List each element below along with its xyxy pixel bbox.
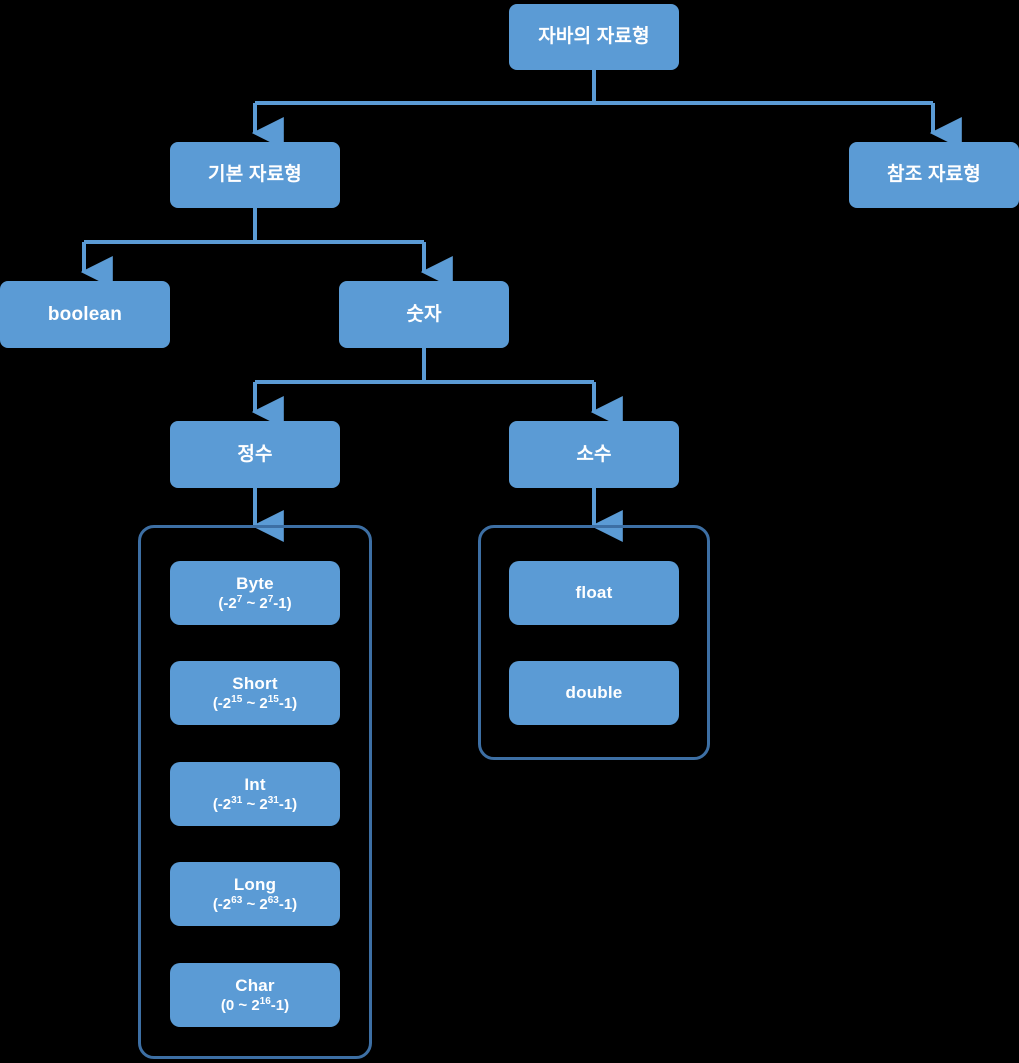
decimal-types-group <box>478 525 710 760</box>
node-primitive-type[interactable]: 기본 자료형 <box>170 142 340 208</box>
node-number-label: 숫자 <box>406 303 442 325</box>
node-type-long[interactable]: Long (-263 ~ 263-1) <box>170 862 340 926</box>
node-type-short-range: (-215 ~ 215-1) <box>212 694 298 713</box>
node-type-byte-range: (-27 ~ 27-1) <box>218 594 292 613</box>
node-type-long-name: Long <box>233 874 277 894</box>
node-type-short-name: Short <box>232 673 278 693</box>
node-reference-type[interactable]: 참조 자료형 <box>849 142 1019 208</box>
node-number[interactable]: 숫자 <box>339 281 509 348</box>
integer-types-group <box>138 525 372 1059</box>
node-type-int-name: Int <box>244 774 266 794</box>
node-type-char-range: (0 ~ 216-1) <box>220 996 290 1015</box>
node-integer-label: 정수 <box>237 443 273 465</box>
node-type-int[interactable]: Int (-231 ~ 231-1) <box>170 762 340 826</box>
node-primitive-type-label: 기본 자료형 <box>208 164 302 186</box>
node-type-int-range: (-231 ~ 231-1) <box>212 795 298 814</box>
node-integer[interactable]: 정수 <box>170 421 340 488</box>
node-boolean[interactable]: boolean <box>0 281 170 348</box>
node-type-byte[interactable]: Byte (-27 ~ 27-1) <box>170 561 340 625</box>
node-root-label: 자바의 자료형 <box>538 26 650 48</box>
node-reference-type-label: 참조 자료형 <box>887 164 981 186</box>
node-type-double-name: double <box>565 683 623 703</box>
node-type-float-name: float <box>575 583 613 603</box>
node-type-byte-name: Byte <box>236 573 274 593</box>
node-type-double[interactable]: double <box>509 661 679 725</box>
node-type-char-name: Char <box>235 975 275 995</box>
node-type-long-range: (-263 ~ 263-1) <box>212 895 298 914</box>
node-type-char[interactable]: Char (0 ~ 216-1) <box>170 963 340 1027</box>
node-type-float[interactable]: float <box>509 561 679 625</box>
node-root[interactable]: 자바의 자료형 <box>509 4 679 70</box>
node-boolean-label: boolean <box>47 303 123 325</box>
node-decimal[interactable]: 소수 <box>509 421 679 488</box>
node-decimal-label: 소수 <box>576 443 612 465</box>
node-type-short[interactable]: Short (-215 ~ 215-1) <box>170 661 340 725</box>
